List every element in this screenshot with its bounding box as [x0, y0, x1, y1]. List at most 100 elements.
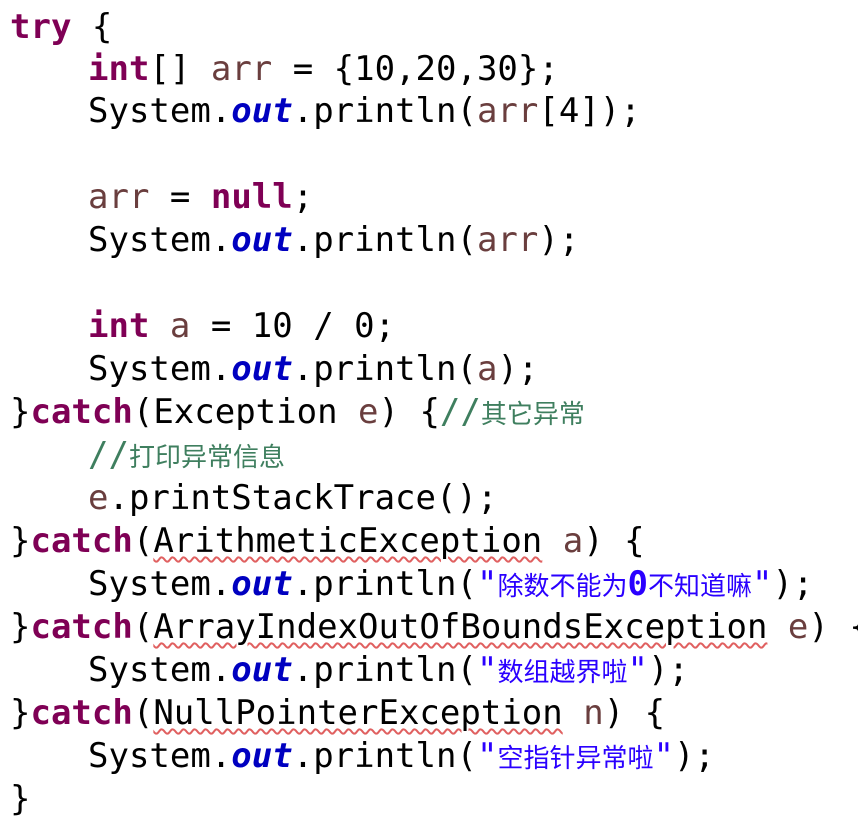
comment-text: 打印异常信息 [128, 443, 285, 473]
code-text: ); [497, 349, 539, 389]
comment-prefix: // [439, 392, 481, 432]
code-text: ( [132, 521, 154, 561]
error-exception-type[interactable]: ArrayIndexOutOfBoundsException [153, 607, 768, 647]
variable-n: n [583, 693, 604, 733]
string-quote: " [653, 736, 674, 776]
code-comment: //其它异常 [440, 392, 585, 432]
code-text: ) { [603, 693, 666, 733]
string-text: 不知道嘛 [647, 572, 752, 602]
keyword-try: try [10, 7, 72, 47]
static-field-out: out [231, 220, 293, 260]
code-text: } [10, 607, 31, 647]
string-text: 除数不能为 [497, 572, 628, 602]
code-line-15: }catch(NullPointerException n) { [10, 691, 665, 735]
code-text: [] [149, 49, 211, 89]
code-editor[interactable]: try { int[] arr = {10,20,30}; System.out… [10, 0, 858, 826]
keyword-catch: catch [30, 392, 133, 432]
variable-arr: arr [88, 177, 150, 217]
code-text: } [10, 693, 31, 733]
code-text: System. [88, 349, 232, 389]
code-text: [4]); [538, 91, 641, 131]
comment-text: 其它异常 [480, 400, 585, 430]
code-text: (Exception [132, 392, 359, 432]
code-text: .println( [292, 220, 477, 260]
string-text: 0 [627, 564, 648, 604]
code-text: = 10 / 0; [190, 306, 396, 346]
code-text: ); [647, 650, 689, 690]
code-line-1: try { [10, 5, 112, 49]
error-exception-type[interactable]: NullPointerException [153, 693, 563, 733]
code-text: } [10, 392, 31, 432]
code-comment: //打印异常信息 [88, 435, 285, 475]
code-text: System. [88, 650, 232, 690]
variable-a: a [476, 349, 498, 389]
code-line-16: System.out.println("空指针异常啦"); [10, 734, 715, 778]
code-text: System. [88, 91, 232, 131]
code-line-6: int a = 10 / 0; [10, 304, 395, 348]
keyword-int: int [88, 49, 150, 89]
code-text [563, 693, 583, 733]
code-line-10: e.printStackTrace(); [10, 476, 497, 520]
code-line-3: System.out.println(arr[4]); [10, 89, 641, 133]
comment-prefix: // [88, 435, 129, 475]
code-line-12: System.out.println("除数不能为0不知道嘛"); [10, 562, 813, 606]
error-exception-type[interactable]: ArithmeticException [153, 521, 543, 561]
code-text [149, 306, 169, 346]
code-line-8: }catch(Exception e) {//其它异常 [10, 390, 585, 434]
code-text: = {10,20,30}; [272, 49, 559, 89]
static-field-out: out [231, 736, 293, 776]
variable-arr: arr [210, 49, 273, 89]
keyword-catch: catch [30, 607, 133, 647]
static-field-out: out [231, 650, 293, 690]
keyword-catch: catch [30, 521, 133, 561]
keyword-int: int [88, 306, 150, 346]
variable-e: e [88, 478, 109, 518]
code-text: } [10, 521, 31, 561]
code-text: System. [88, 220, 232, 260]
string-quote: " [476, 564, 498, 604]
code-line-9: //打印异常信息 [10, 433, 285, 477]
variable-a: a [169, 306, 191, 346]
code-line-17: } [10, 777, 30, 821]
code-text: .println( [292, 736, 477, 776]
string-quote: " [627, 650, 648, 690]
string-literal: "数组越界啦" [477, 650, 648, 690]
code-line-2: int[] arr = {10,20,30}; [10, 47, 559, 91]
code-text: ) { [378, 392, 440, 432]
string-quote: " [751, 564, 773, 604]
keyword-null: null [210, 177, 293, 217]
static-field-out: out [231, 349, 293, 389]
string-text: 数组越界啦 [497, 658, 628, 688]
code-line-5: System.out.println(arr); [10, 218, 579, 262]
static-field-out: out [231, 91, 293, 131]
variable-a: a [562, 521, 584, 561]
code-line-14: System.out.println("数组越界啦"); [10, 648, 689, 692]
code-text: ( [132, 693, 154, 733]
code-text: ); [673, 736, 715, 776]
code-text: .println( [292, 650, 477, 690]
code-text: = [149, 177, 211, 217]
variable-arr: arr [476, 91, 539, 131]
code-text: } [10, 779, 31, 819]
string-quote: " [476, 650, 498, 690]
code-text: ) { [583, 521, 645, 561]
string-literal: "除数不能为0不知道嘛" [477, 564, 772, 604]
code-text: .println( [292, 349, 477, 389]
code-text: System. [88, 564, 232, 604]
code-line-4: arr = null; [10, 175, 313, 219]
code-text: ); [538, 220, 580, 260]
variable-e: e [358, 392, 379, 432]
variable-arr: arr [476, 220, 539, 260]
code-line-11: }catch(ArithmeticException a) { [10, 519, 645, 563]
code-text: System. [88, 736, 232, 776]
variable-e: e [787, 607, 809, 647]
keyword-catch: catch [30, 693, 133, 733]
string-literal: "空指针异常啦" [477, 736, 674, 776]
string-quote: " [476, 736, 498, 776]
code-text [767, 607, 787, 647]
code-text: ); [772, 564, 814, 604]
code-line-7: System.out.println(a); [10, 347, 538, 391]
code-line-13: }catch(ArrayIndexOutOfBoundsException e)… [10, 605, 858, 649]
code-text: { [71, 7, 113, 47]
code-text: ; [292, 177, 314, 217]
